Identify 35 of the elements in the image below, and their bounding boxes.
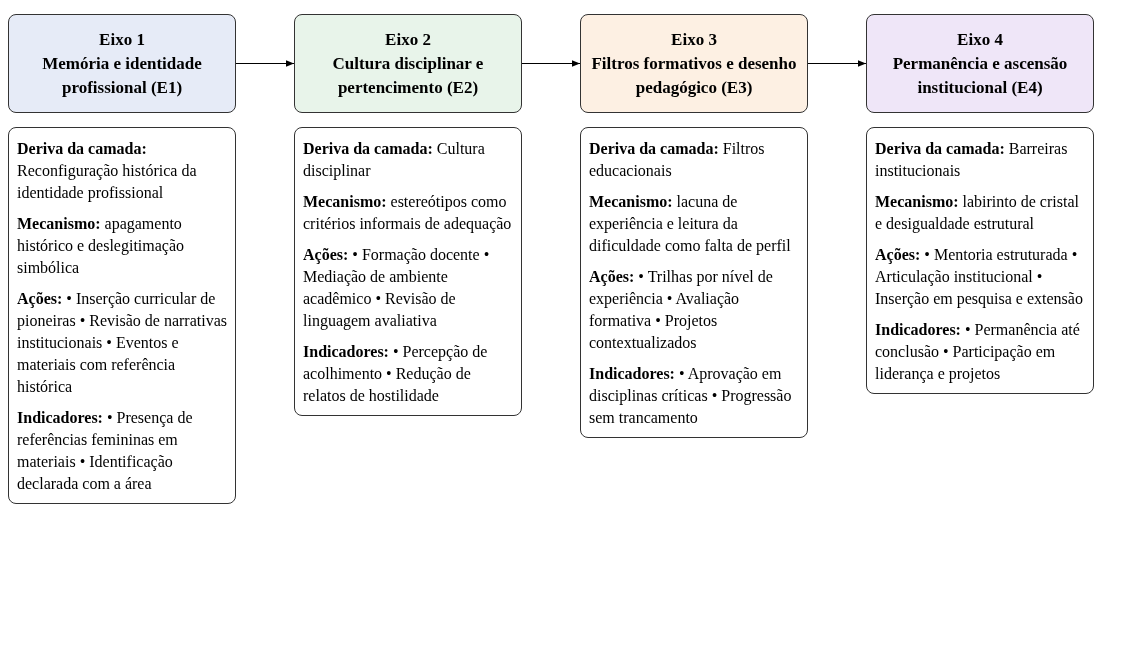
arrow — [521, 60, 581, 67]
axis-detail-card — [580, 127, 808, 438]
detail-paragraph: Ações: • Inserção curricular de pioneiras • Revisão de narrativas institucionais • Eventos e materiais com referência histórica — [17, 289, 227, 397]
axis-detail-card — [294, 127, 522, 416]
axis-number: Eixo 1 — [99, 28, 145, 51]
detail-paragraph: Indicadores: • Aprovação em disciplinas críticas • Progressão sem trancamento — [589, 364, 793, 428]
axis-number: Eixo 4 — [957, 28, 1003, 51]
detail-paragraph: Mecanismo: lacuna de experiência e leitura da dificuldade como falta de perfil — [589, 192, 792, 257]
axis-detail-card — [866, 127, 1094, 394]
axis-title: Memória e identidade profissional (E1) — [41, 52, 203, 99]
detail-paragraph: Deriva da camada: Reconfiguração histórica da identidade profissional — [17, 139, 198, 204]
detail-paragraph: Indicadores: • Percepção de acolhimento • Redução de relatos de hostilidade — [303, 342, 489, 406]
axis-header-box — [580, 14, 808, 113]
detail-paragraph: Ações: • Formação docente • Mediação de ambiente acadêmico • Revisão de linguagem avaliativa — [303, 245, 491, 332]
axis-number: Eixo 2 — [385, 28, 431, 51]
axis-header-box — [866, 14, 1094, 113]
arrow — [235, 60, 295, 67]
arrow — [807, 60, 867, 67]
axis-detail-card — [8, 127, 236, 504]
detail-paragraph: Ações: • Mentoria estruturada • Articulação institucional • Inserção em pesquisa e extensão — [875, 245, 1084, 310]
axis-number: Eixo 3 — [671, 28, 717, 51]
detail-paragraph: Indicadores: • Presença de referências femininas em materiais • Identificação declarada com a área — [17, 408, 194, 494]
axis-title: Permanência e ascensão institucional (E4) — [891, 52, 1069, 99]
detail-paragraph: Mecanismo: apagamento histórico e deslegitimação simbólica — [17, 214, 186, 278]
axis-title: Cultura disciplinar e pertencimento (E2) — [331, 52, 485, 99]
detail-paragraph: Mecanismo: estereótipos como critérios informais de adequação — [303, 192, 513, 235]
detail-paragraph: Mecanismo: labirinto de cristal e desigualdade estrutural — [875, 192, 1080, 235]
detail-paragraph: Deriva da camada: Barreiras institucionais — [875, 139, 1069, 181]
axis-title: Filtros formativos e desenho pedagógico (E3) — [590, 52, 798, 99]
detail-paragraph: Deriva da camada: Filtros educacionais — [589, 139, 766, 181]
detail-paragraph: Indicadores: • Permanência até conclusão • Participação em liderança e projetos — [875, 320, 1081, 385]
detail-paragraph: Ações: • Trilhas por nível de experiência • Avaliação formativa • Projetos contextualizados — [589, 267, 774, 353]
detail-paragraph: Deriva da camada: Cultura disciplinar — [303, 139, 486, 182]
axis-header-box — [8, 14, 236, 113]
axis-header-box — [294, 14, 522, 113]
